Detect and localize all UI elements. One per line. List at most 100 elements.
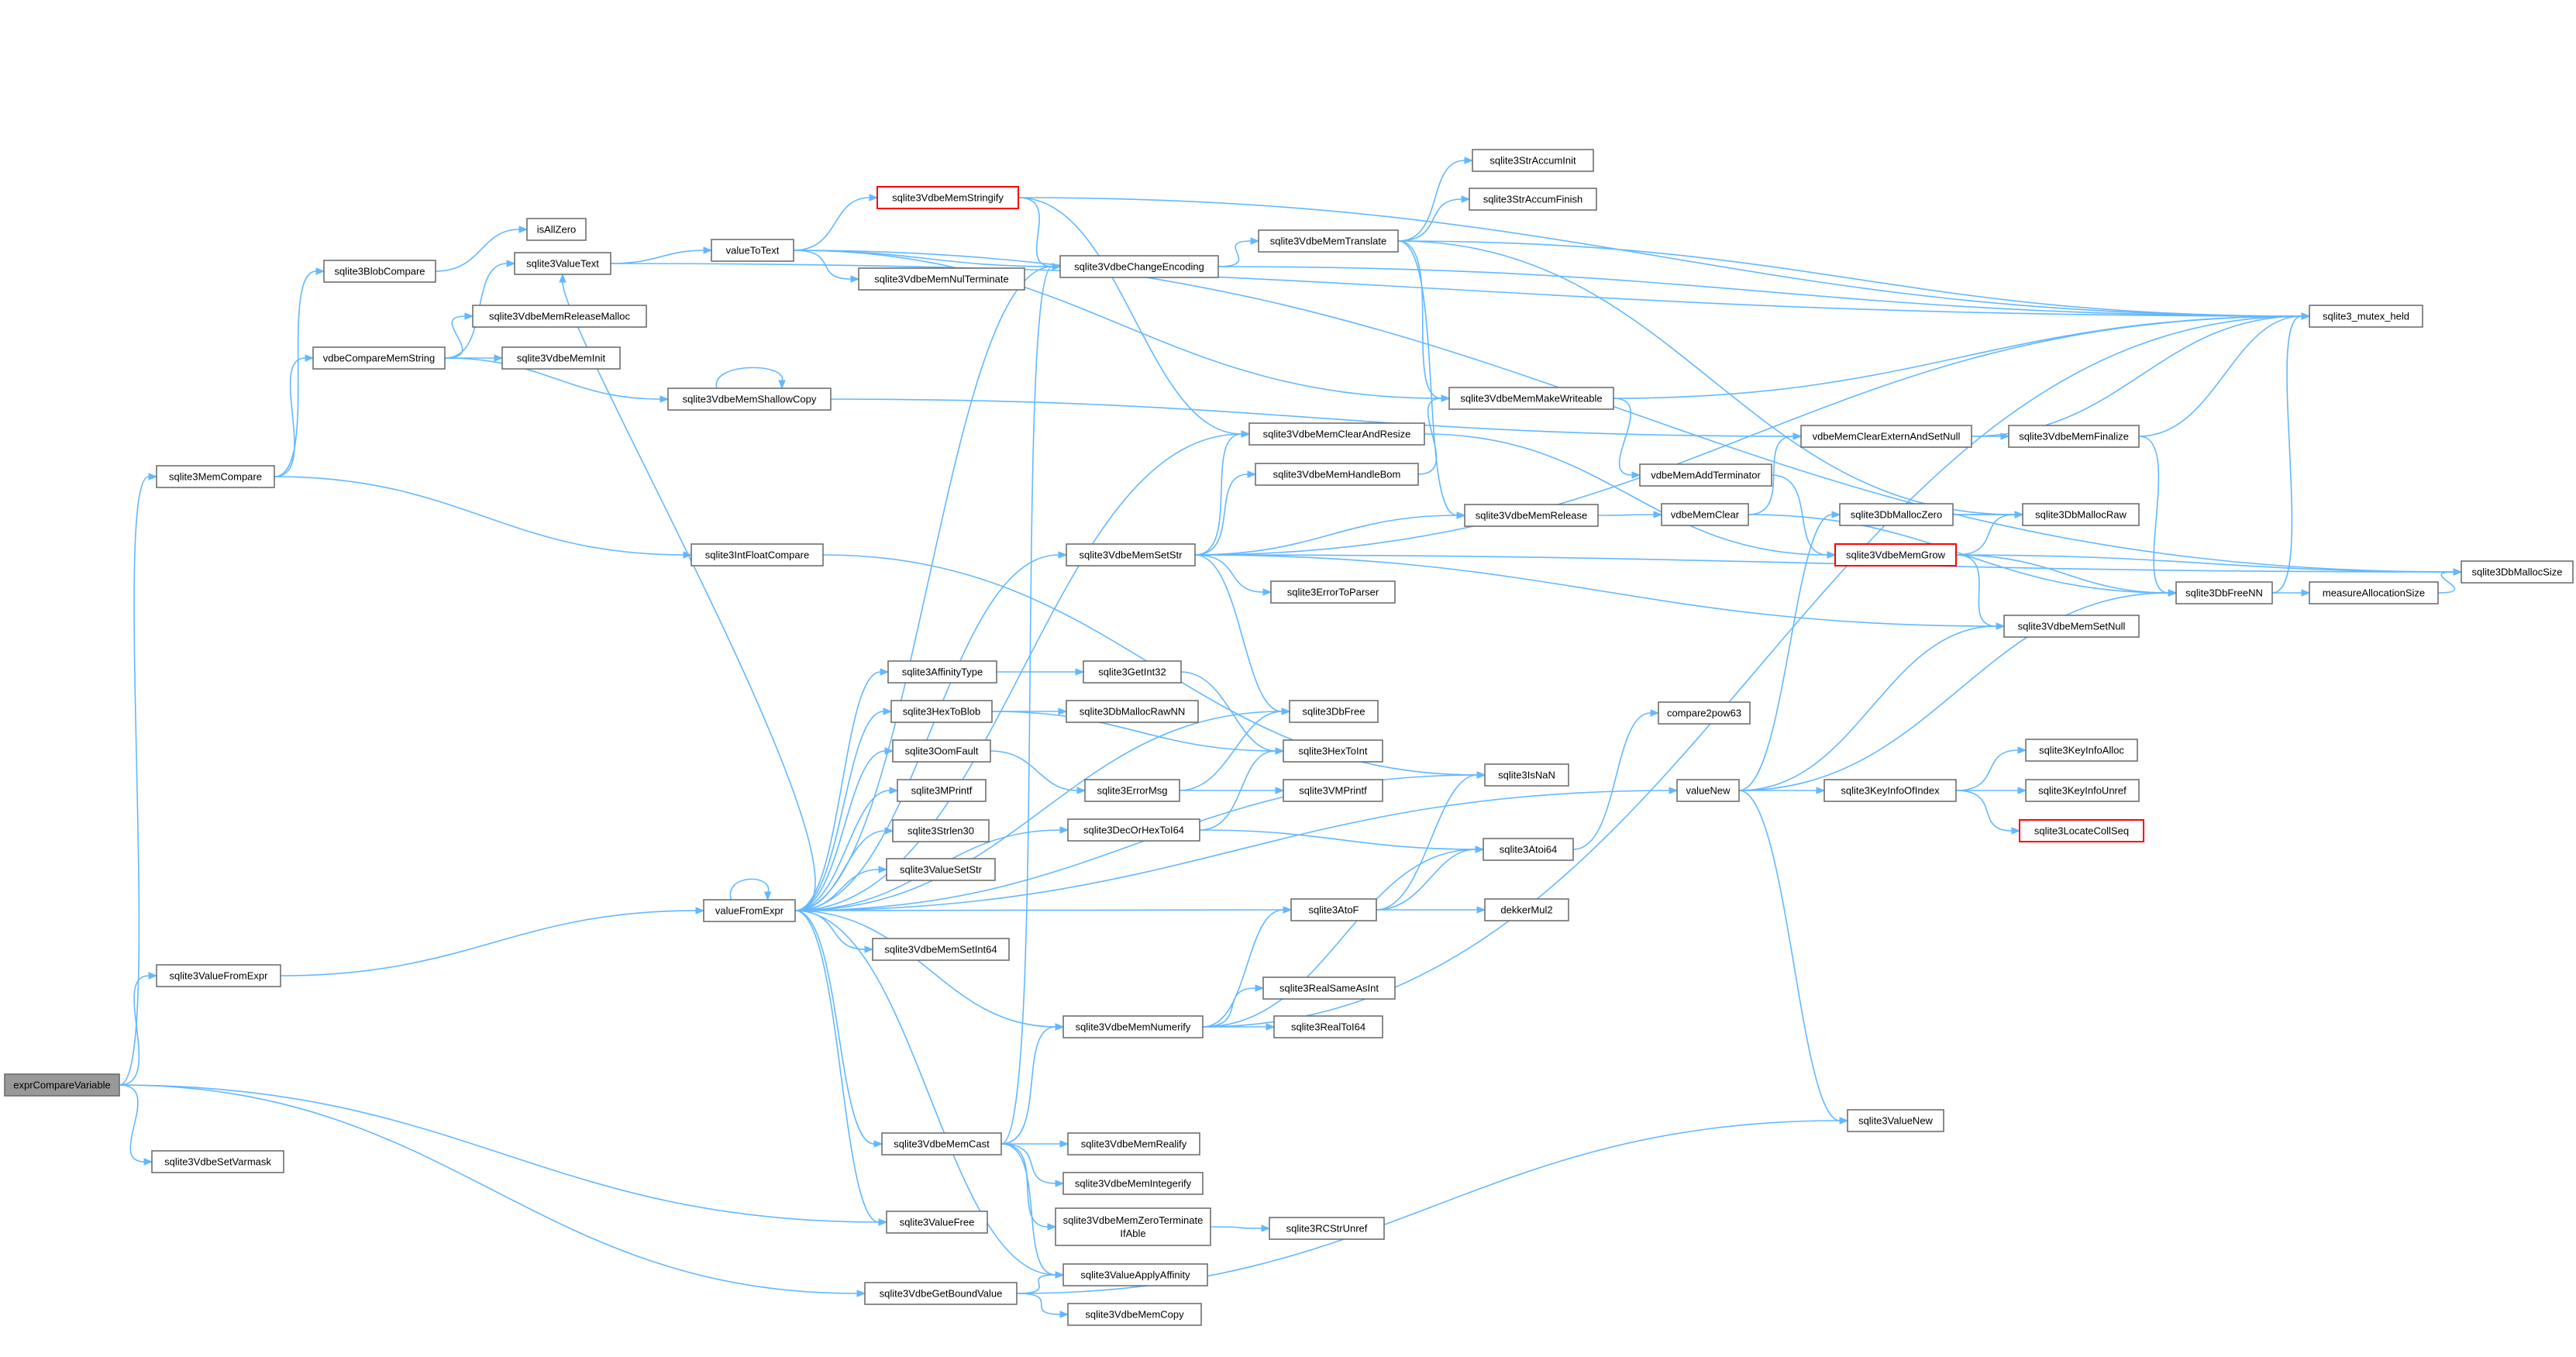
node-sqlite3-int-float-compare[interactable]: sqlite3IntFloatCompare [690,543,824,567]
node-sqlite3-mem-compare[interactable]: sqlite3MemCompare [156,465,275,488]
node-sqlite3-vdbe-mem-release[interactable]: sqlite3VdbeMemRelease [1464,504,1599,527]
node-sqlite3-is-na-n[interactable]: sqlite3IsNaN [1484,763,1569,787]
node-vdbe-mem-clear[interactable]: vdbeMemClear [1661,503,1749,526]
edge-value-from-expr-to-value-from-expr [729,878,772,901]
node-box [690,543,824,567]
node-expr-compare-variable[interactable]: exprCompareVariable [4,1073,120,1097]
node-value-from-expr[interactable]: valueFromExpr [703,899,796,922]
node-sqlite3-vdbe-mem-translate[interactable]: sqlite3VdbeMemTranslate [1258,229,1399,253]
node-sqlite3-db-malloc-size[interactable]: sqlite3DbMallocSize [2461,560,2574,584]
node-sqlite3-vdbe-set-varmask[interactable]: sqlite3VdbeSetVarmask [151,1150,284,1173]
node-sqlite3-str-accum-init[interactable]: sqlite3StrAccumInit [1472,149,1594,172]
node-sqlite3-vdbe-mem-copy[interactable]: sqlite3VdbeMemCopy [1067,1303,1202,1326]
edge-sqlite3-db-malloc-zero-to-sqlite3-db-malloc-raw [1953,511,2024,518]
node-box [1469,188,1597,211]
node-sqlite3-vdbe-mem-shallow-copy[interactable]: sqlite3VdbeMemShallowCopy [667,387,832,411]
node-sqlite3-vdbe-mem-integerify[interactable]: sqlite3VdbeMemIntegerify [1062,1172,1204,1195]
node-sqlite3-mutex-held[interactable]: sqlite3_mutex_held [2309,305,2423,328]
node-sqlite3-vdbe-mem-release-malloc[interactable]: sqlite3VdbeMemReleaseMalloc [472,305,647,328]
edge-sqlite3-vdbe-mem-finalize-to-sqlite3-mutex-held [2138,312,2311,437]
node-value-new[interactable]: valueNew [1676,779,1740,802]
node-sqlite3-value-apply-affinity[interactable]: sqlite3ValueApplyAffinity [1062,1263,1208,1286]
node-sqlite3-db-malloc-raw[interactable]: sqlite3DbMallocRaw [2022,503,2140,526]
node-sqlite3-vdbe-mem-finalize[interactable]: sqlite3VdbeMemFinalize [2008,425,2140,448]
edge-sqlite3-vdbe-mem-cast-to-sqlite3-vdbe-mem-realify [1001,1140,1069,1148]
node-sqlite3-str-accum-finish[interactable]: sqlite3StrAccumFinish [1469,188,1597,211]
node-sqlite3-error-to-parser[interactable]: sqlite3ErrorToParser [1270,580,1396,604]
node-value-to-text[interactable]: valueToText [711,239,794,262]
node-sqlite3-real-to-i64[interactable]: sqlite3RealToI64 [1273,1015,1383,1038]
node-sqlite3-vdbe-mem-cast[interactable]: sqlite3VdbeMemCast [881,1132,1002,1156]
node-sqlite3-get-int32[interactable]: sqlite3GetInt32 [1083,660,1182,684]
node-measure-allocation-size[interactable]: measureAllocationSize [2309,581,2439,604]
node-label: vdbeMemClearExternAndSetNull [1813,431,1961,443]
node-box [2309,581,2439,604]
node-vdbe-compare-mem-string[interactable]: vdbeCompareMemString [312,346,446,370]
node-sqlite3-key-info-alloc[interactable]: sqlite3KeyInfoAlloc [2025,739,2138,762]
node-vdbe-mem-clear-extern-and-set-null[interactable]: vdbeMemClearExternAndSetNull [1800,425,1972,448]
node-box [1059,255,1219,278]
node-sqlite3-value-from-expr[interactable]: sqlite3ValueFromExpr [156,964,281,987]
node-sqlite3-vdbe-mem-nul-terminate[interactable]: sqlite3VdbeMemNulTerminate [858,267,1025,291]
node-sqlite3-mprintf[interactable]: sqlite3MPrintf [897,779,987,802]
node-sqlite3-rcstr-unref[interactable]: sqlite3RCStrUnref [1269,1217,1385,1240]
node-label: sqlite3HexToInt [1299,746,1368,757]
node-sqlite3-vdbe-mem-clear-and-resize[interactable]: sqlite3VdbeMemClearAndResize [1248,422,1425,446]
edge-value-from-expr-to-sqlite3-strlen30 [794,827,894,911]
node-sqlite3-value-set-str[interactable]: sqlite3ValueSetStr [886,858,996,881]
edge-value-from-expr-to-sqlite3-mprintf [794,787,899,911]
node-sqlite3-locate-coll-seq[interactable]: sqlite3LocateCollSeq [2019,819,2144,842]
node-label: sqlite3RealSameAsInt [1279,983,1379,994]
node-sqlite3-hex-to-blob[interactable]: sqlite3HexToBlob [890,700,993,723]
node-sqlite3-atoi64[interactable]: sqlite3Atoi64 [1483,838,1574,861]
node-label: sqlite3HexToBlob [903,706,980,718]
node-sqlite3-vdbe-mem-set-null[interactable]: sqlite3VdbeMemSetNull [2003,615,2140,638]
node-sqlite3-vdbe-mem-stringify[interactable]: sqlite3VdbeMemStringify [876,186,1019,209]
node-sqlite3-vdbe-get-bound-value[interactable]: sqlite3VdbeGetBoundValue [864,1282,1018,1305]
edge-expr-compare-variable-to-sqlite3-vdbe-set-varmask [119,1084,153,1166]
node-sqlite3-key-info-of-index[interactable]: sqlite3KeyInfoOfIndex [1824,779,1957,802]
node-sqlite3-affinity-type[interactable]: sqlite3AffinityType [887,660,997,684]
node-sqlite3-vdbe-mem-numerify[interactable]: sqlite3VdbeMemNumerify [1062,1015,1204,1038]
node-is-all-zero[interactable]: isAllZero [526,218,587,241]
node-box [886,858,996,881]
node-sqlite3-vdbe-change-encoding[interactable]: sqlite3VdbeChangeEncoding [1059,255,1219,278]
node-sqlite3-strlen30[interactable]: sqlite3Strlen30 [892,819,990,842]
node-sqlite3-vdbe-mem-set-str[interactable]: sqlite3VdbeMemSetStr [1066,543,1196,567]
node-sqlite3-real-same-as-int[interactable]: sqlite3RealSameAsInt [1262,976,1396,1000]
edge-sqlite3-value-text-to-value-to-text [610,246,713,264]
node-sqlite3-error-msg[interactable]: sqlite3ErrorMsg [1084,779,1180,802]
node-sqlite3-dec-or-hex-to-i64[interactable]: sqlite3DecOrHexToI64 [1067,818,1200,842]
node-dekker-mul2[interactable]: dekkerMul2 [1484,898,1569,921]
node-sqlite3-db-free[interactable]: sqlite3DbFree [1289,700,1379,723]
node-sqlite3-value-text[interactable]: sqlite3ValueText [514,252,611,275]
node-sqlite3-vdbe-mem-make-writeable[interactable]: sqlite3VdbeMemMakeWriteable [1448,387,1614,410]
node-sqlite3-vdbe-mem-set-int64[interactable]: sqlite3VdbeMemSetInt64 [872,938,1010,961]
node-box [1639,463,1772,487]
node-sqlite3-vdbe-mem-realify[interactable]: sqlite3VdbeMemRealify [1067,1132,1200,1156]
node-sqlite3-vmprintf[interactable]: sqlite3VMPrintf [1283,779,1383,802]
edge-sqlite3-vdbe-mem-make-writeable-to-vdbe-mem-add-terminator [1613,398,1641,479]
node-sqlite3-value-free[interactable]: sqlite3ValueFree [886,1211,988,1234]
node-sqlite3-blob-compare[interactable]: sqlite3BlobCompare [323,260,436,283]
edge-value-from-expr-to-sqlite3-vdbe-mem-set-str [794,551,1068,911]
edge-vdbe-compare-mem-string-to-sqlite3-vdbe-mem-release-malloc [444,312,474,359]
node-sqlite3-db-malloc-zero[interactable]: sqlite3DbMallocZero [1839,503,1954,526]
node-vdbe-mem-add-terminator[interactable]: vdbeMemAddTerminator [1639,463,1772,487]
node-compare2pow63[interactable]: compare2pow63 [1658,701,1751,725]
node-sqlite3-oom-fault[interactable]: sqlite3OomFault [892,739,991,763]
edge-sqlite3-vdbe-get-bound-value-to-sqlite3-value-apply-affinity [1016,1271,1065,1294]
node-sqlite3-value-new[interactable]: sqlite3ValueNew [1847,1109,1944,1132]
node-label: sqlite3OomFault [905,746,979,757]
node-sqlite3-hex-to-int[interactable]: sqlite3HexToInt [1283,739,1383,763]
node-sqlite3-vdbe-mem-grow[interactable]: sqlite3VdbeMemGrow [1834,543,1957,567]
node-sqlite3-ato-f[interactable]: sqlite3AtoF [1290,898,1377,921]
node-sqlite3-vdbe-mem-handle-bom[interactable]: sqlite3VdbeMemHandleBom [1255,463,1419,486]
node-sqlite3-vdbe-mem-init[interactable]: sqlite3VdbeMemInit [501,346,621,370]
node-box [1483,838,1574,861]
node-sqlite3-db-free-nn[interactable]: sqlite3DbFreeNN [2175,581,2273,604]
node-sqlite3-key-info-unref[interactable]: sqlite3KeyInfoUnref [2025,779,2140,802]
node-label: sqlite3ErrorToParser [1287,587,1379,598]
node-sqlite3-db-malloc-raw-nn[interactable]: sqlite3DbMallocRawNN [1066,700,1199,723]
